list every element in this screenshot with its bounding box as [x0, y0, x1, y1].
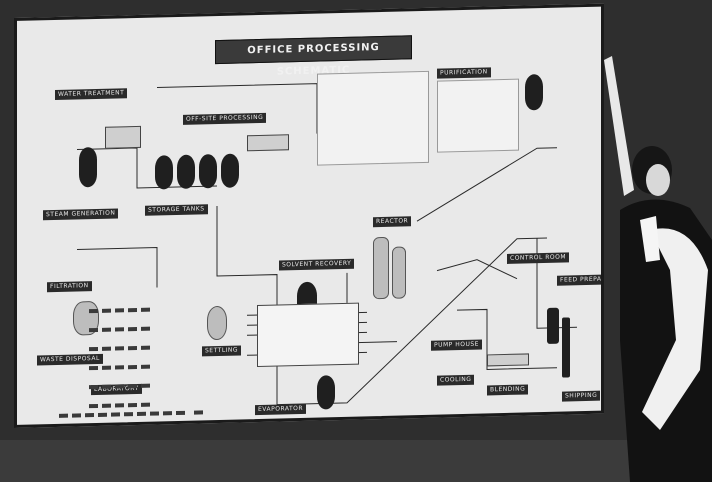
area-label: SETTLING: [202, 345, 242, 357]
storage-tank: [207, 305, 227, 341]
column: [392, 246, 406, 299]
presenter-sleeve: [642, 228, 708, 430]
area-label: COOLING: [437, 374, 475, 386]
area-label: BLENDING: [487, 384, 529, 396]
equipment-block: [487, 353, 529, 367]
storage-tank: [177, 154, 195, 190]
process-area-frame: [437, 78, 519, 153]
area-label: CONTROL ROOM: [507, 252, 569, 264]
storage-tank: [79, 146, 97, 188]
storage-tank: [525, 74, 543, 111]
presenter-arm: [604, 56, 634, 196]
area-label: PUMP HOUSE: [431, 339, 482, 351]
area-label: STORAGE TANKS: [145, 204, 208, 216]
storage-tank: [221, 153, 239, 188]
schematic-board: OFFICE PROCESSING SCHEMATIC: [14, 3, 604, 428]
area-label: FILTRATION: [47, 281, 92, 293]
presenter-face: [646, 164, 670, 196]
presenter-collar: [640, 216, 660, 262]
equipment-block: [105, 125, 141, 149]
area-label: STEAM GENERATION: [43, 208, 119, 221]
presenter: [604, 56, 712, 482]
process-area-frame: [317, 70, 429, 166]
column: [373, 236, 389, 300]
column: [562, 317, 570, 378]
instrument-grid: [57, 400, 207, 428]
area-label: PURIFICATION: [437, 67, 491, 79]
instrument-grid: [87, 297, 167, 413]
storage-tank: [155, 155, 173, 190]
area-label: OFF-SITE PROCESSING: [183, 112, 267, 125]
equipment-block: [257, 302, 359, 368]
storage-tank: [317, 375, 335, 410]
area-label: SOLVENT RECOVERY: [279, 258, 355, 271]
equipment-block: [247, 134, 289, 152]
floor: [0, 440, 712, 482]
area-label: EVAPORATOR: [255, 403, 307, 416]
area-label: WATER TREATMENT: [55, 88, 128, 100]
storage-tank: [199, 154, 217, 189]
area-label: REACTOR: [373, 216, 412, 228]
column: [547, 307, 559, 344]
